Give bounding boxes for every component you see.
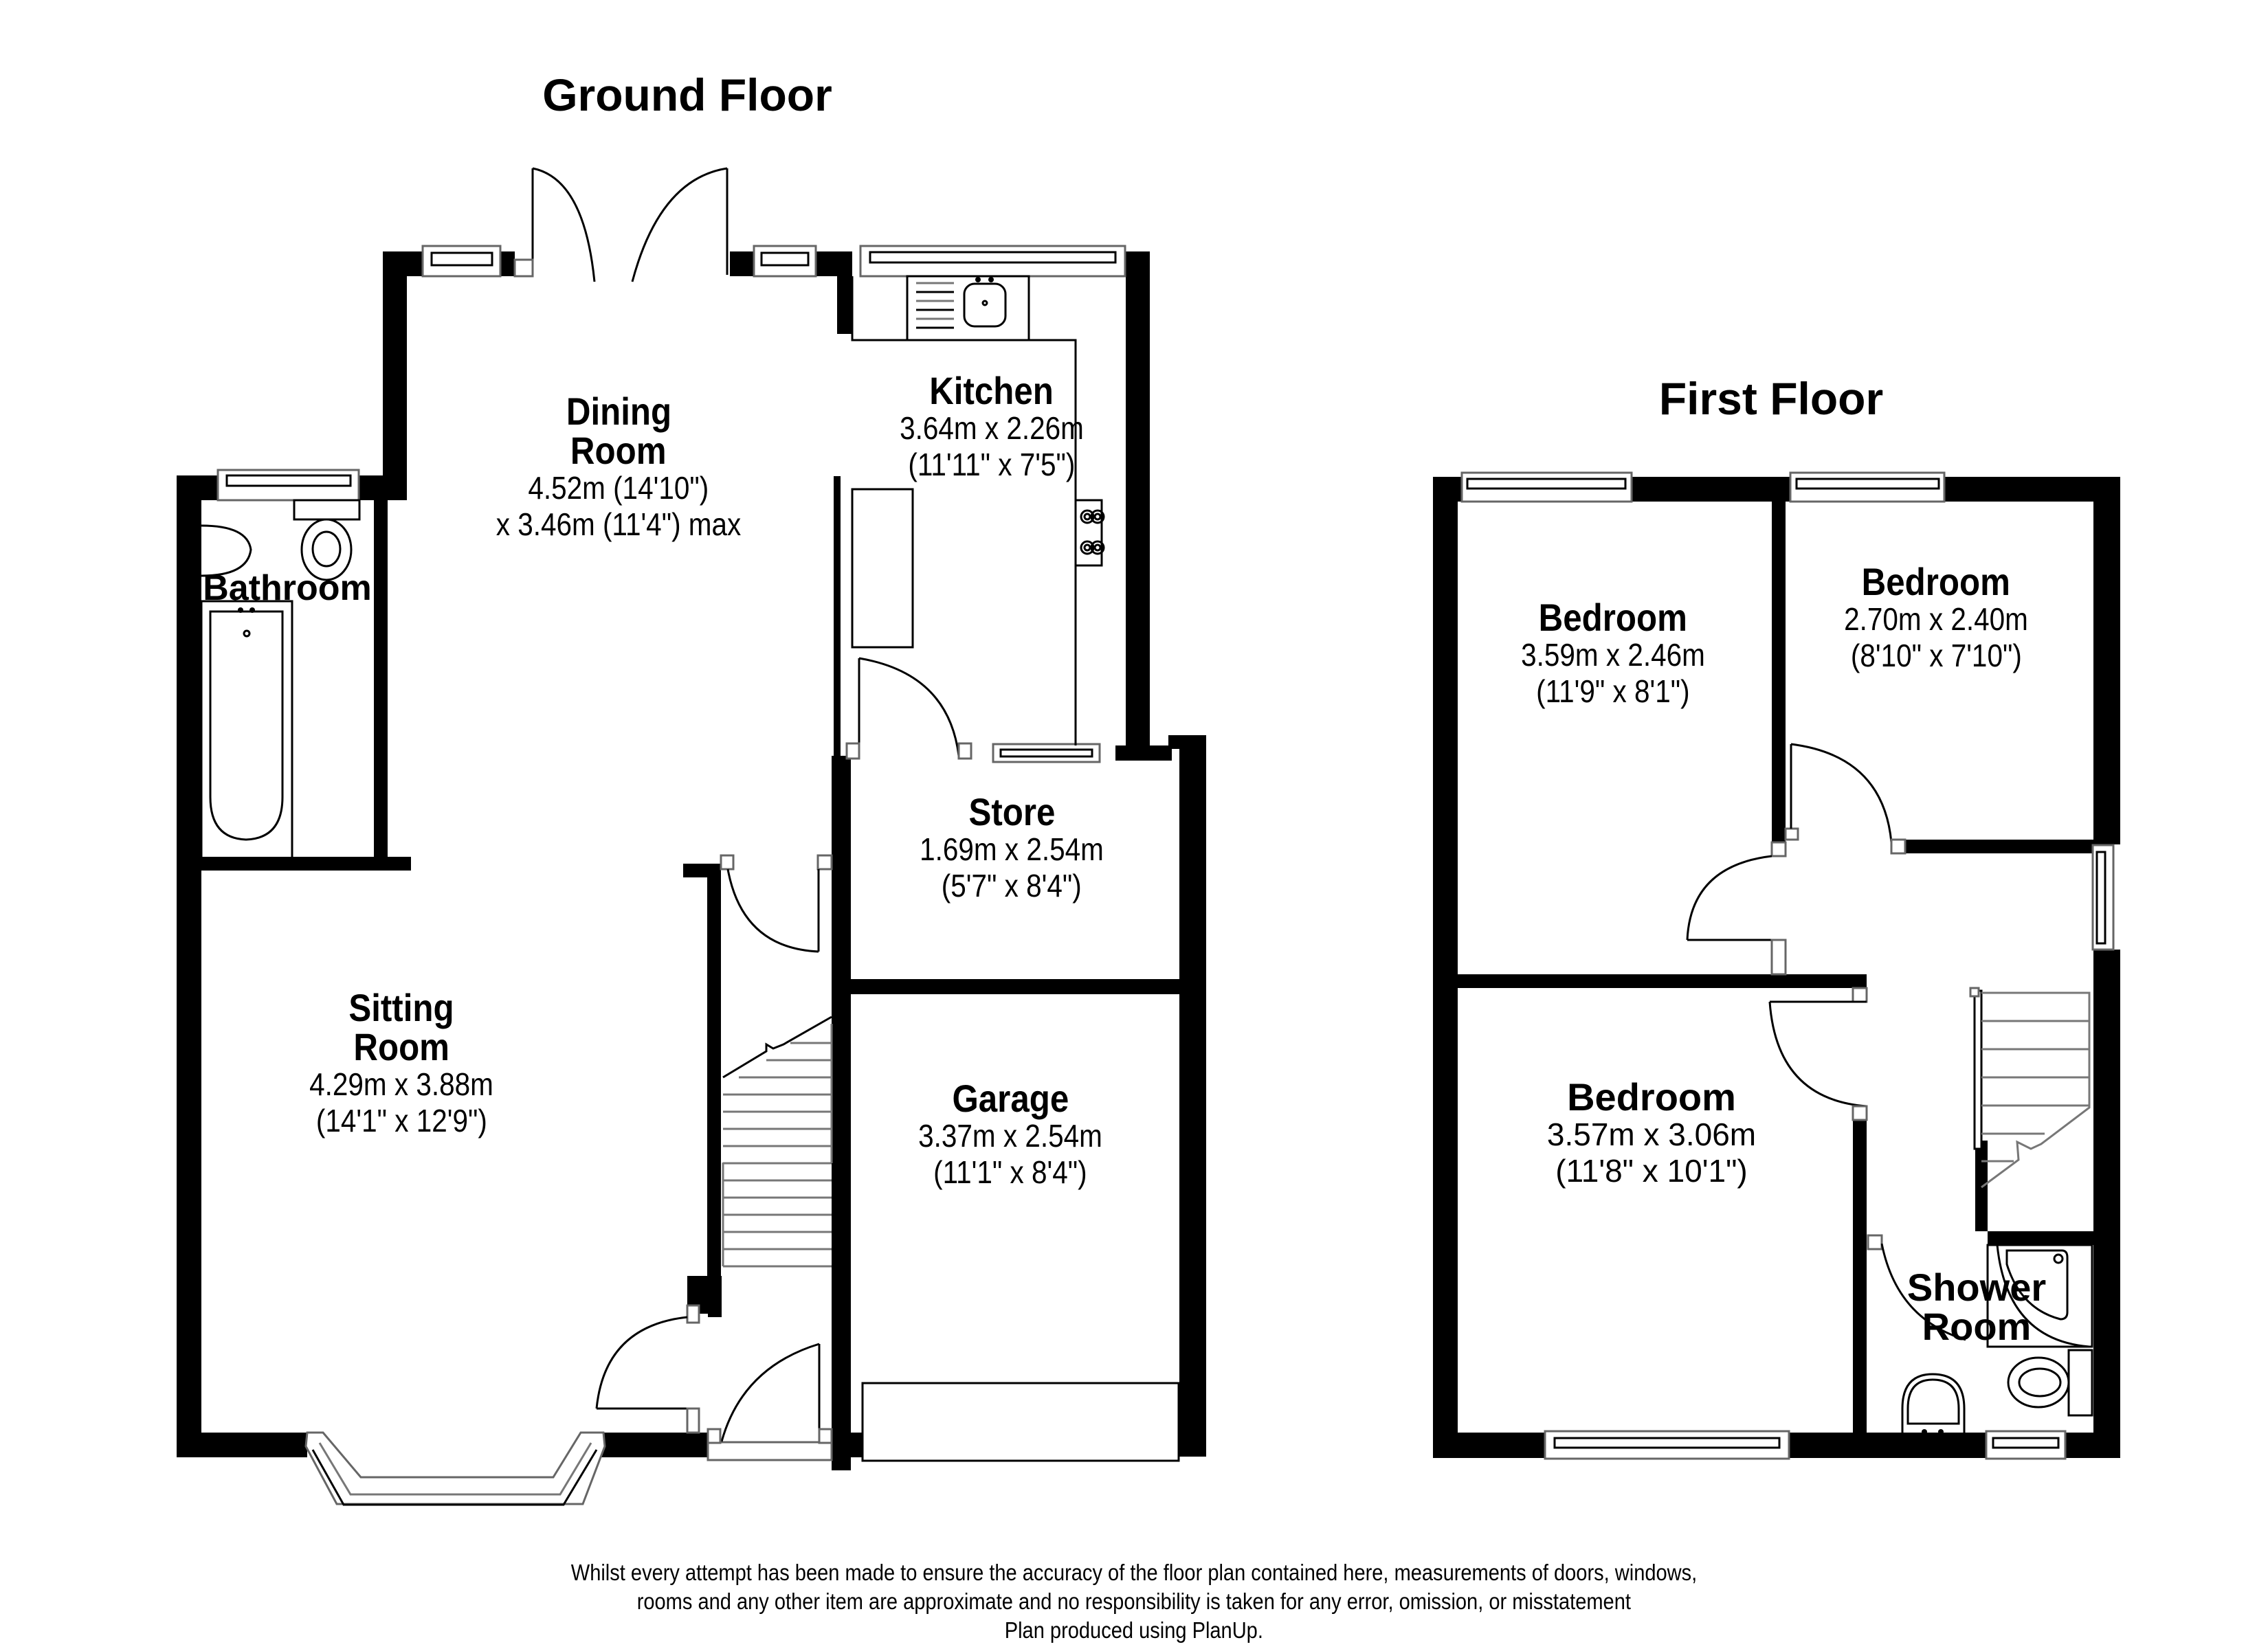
kitchen-fittings	[851, 275, 1105, 745]
room-dimensions: 3.37m x 2.54m	[918, 1118, 1102, 1154]
room-label-garage: Garage 3.37m x 2.54m (11'1" x 8'4")	[906, 1079, 1115, 1191]
disclaimer: Whilst every attempt has been made to en…	[494, 1558, 1774, 1645]
basin-icon	[1901, 1373, 1966, 1433]
room-name: Shower	[1906, 1266, 2047, 1309]
room-name: Bedroom	[1861, 560, 2011, 603]
ground-floor-stairs	[716, 1016, 833, 1268]
sink-bowl-icon	[963, 282, 1007, 328]
tap-icon	[975, 277, 981, 282]
window-kitchen	[859, 245, 1126, 278]
shower-room-fittings	[1901, 1244, 2093, 1435]
room-label-bathroom: Bathroom	[203, 570, 372, 607]
sink-drainer-icon	[916, 282, 954, 329]
first-floor-windows	[1460, 471, 2115, 1460]
room-name: Store	[968, 790, 1055, 833]
room-dimensions: (11'8" x 10'1")	[1555, 1153, 1748, 1189]
disclaimer-line: Plan produced using PlanUp.	[1004, 1617, 1264, 1643]
shower-tray-frame-icon	[1986, 1244, 2093, 1348]
room-name: Bathroom	[203, 568, 372, 608]
window-bedroom-2	[1789, 471, 1946, 503]
room-dimensions: (11'11" x 7'5")	[908, 447, 1076, 482]
room-dimensions: 3.59m x 2.46m	[1521, 637, 1705, 673]
ground-floor-windows	[216, 245, 1180, 1506]
first-floor-stairs	[1969, 987, 2091, 1189]
toilet-bowl-icon	[2007, 1356, 2070, 1409]
first-floor-doors	[1686, 743, 1966, 1341]
room-dimensions: 1.69m x 2.54m	[920, 831, 1104, 868]
room-dimensions: (14'1" x 12'9")	[315, 1103, 487, 1139]
room-label-store: Store 1.69m x 2.54m (5'7" x 8'4")	[907, 792, 1116, 904]
room-dimensions: x 3.46m (11'4") max	[496, 506, 742, 543]
toilet-bowl-icon	[300, 518, 353, 581]
room-dimensions: (5'7" x 8'4")	[942, 868, 1082, 904]
room-dimensions: (8'10" x 7'10")	[1850, 638, 2022, 673]
front-door	[707, 1343, 833, 1444]
kitchen-worktop	[851, 276, 1077, 745]
room-dimensions: (11'9" x 8'1")	[1536, 673, 1690, 709]
bathroom-fittings	[200, 499, 361, 867]
window-landing	[2091, 844, 2115, 951]
room-label-dining-room: Dining Room 4.52m (14'10") x 3.46m (11'4…	[479, 392, 757, 543]
room-label-bedroom-3: Bedroom 3.57m x 3.06m (11'8" x 10'1")	[1547, 1077, 1756, 1189]
window-shower-room	[1985, 1430, 2067, 1460]
door-hall-sitting	[595, 1304, 700, 1434]
basin-icon	[201, 524, 252, 577]
bay-window-sitting-room	[304, 1431, 606, 1506]
disclaimer-line: Whilst every attempt has been made to en…	[570, 1560, 1698, 1585]
ground-floor-plan	[177, 167, 1206, 1506]
room-name: Sitting	[348, 986, 454, 1029]
room-name: Room	[353, 1025, 449, 1069]
room-name: Garage	[952, 1077, 1069, 1120]
room-label-shower-room: Shower Room	[1907, 1268, 2046, 1346]
toilet-cistern-icon	[293, 499, 361, 521]
room-dimensions: 4.52m (14'10")	[528, 470, 709, 506]
garage-door	[861, 1382, 1180, 1462]
room-label-bedroom-2: Bedroom 2.70m x 2.40m (8'10" x 7'10")	[1832, 562, 2041, 674]
toilet-cistern-icon	[2067, 1349, 2093, 1417]
door-bedroom-2	[1784, 743, 1906, 855]
door-hall-dining	[720, 854, 833, 953]
room-name: Room	[570, 429, 667, 473]
window-bedroom-3	[1544, 1430, 1790, 1460]
room-label-bedroom-1: Bedroom 3.59m x 2.46m (11'9" x 8'1")	[1509, 598, 1717, 710]
room-name: Kitchen	[929, 369, 1054, 412]
first-floor-title: First Floor	[1658, 373, 1884, 424]
room-name: Bedroom	[1538, 596, 1688, 639]
room-dimensions: 3.64m x 2.26m	[900, 410, 1084, 447]
room-label-kitchen: Kitchen 3.64m x 2.26m (11'11" x 7'5")	[887, 371, 1096, 483]
french-doors-dining	[513, 167, 729, 282]
bath-icon	[200, 600, 293, 867]
window-dining-left	[421, 245, 502, 278]
room-name: Dining	[566, 390, 671, 433]
door-bedroom-1	[1686, 841, 1787, 976]
window-store	[992, 743, 1101, 763]
shower-tray-icon	[2005, 1249, 2069, 1321]
room-dimensions: 4.29m x 3.88m	[309, 1066, 493, 1103]
room-dimensions: 2.70m x 2.40m	[1844, 601, 2028, 638]
tap-icon	[988, 277, 994, 282]
room-dimensions: 3.57m x 3.06m	[1546, 1117, 1757, 1153]
room-name: Bedroom	[1567, 1075, 1736, 1119]
window-bathroom	[216, 469, 360, 502]
first-floor-plan	[1433, 471, 2120, 1460]
ground-floor-doors	[513, 167, 972, 1444]
room-name: Room	[1922, 1305, 2032, 1349]
hob-icon	[1074, 499, 1105, 567]
window-bedroom-1	[1460, 471, 1633, 503]
front-door-step	[707, 1441, 833, 1461]
room-dimensions: (11'1" x 8'4")	[933, 1154, 1087, 1190]
disclaimer-line: rooms and any other item are approximate…	[636, 1589, 1632, 1614]
door-shower-room	[1867, 1234, 1966, 1341]
window-dining-right	[753, 245, 817, 278]
ground-floor-walls	[177, 251, 1206, 1470]
room-label-sitting-room: Sitting Room 4.29m x 3.88m (14'1" x 12'9…	[297, 988, 506, 1139]
kitchen-unit	[851, 488, 914, 649]
ground-floor-title: Ground Floor	[542, 69, 832, 120]
door-kitchen-store	[845, 657, 972, 760]
door-bedroom-3	[1768, 987, 1868, 1121]
